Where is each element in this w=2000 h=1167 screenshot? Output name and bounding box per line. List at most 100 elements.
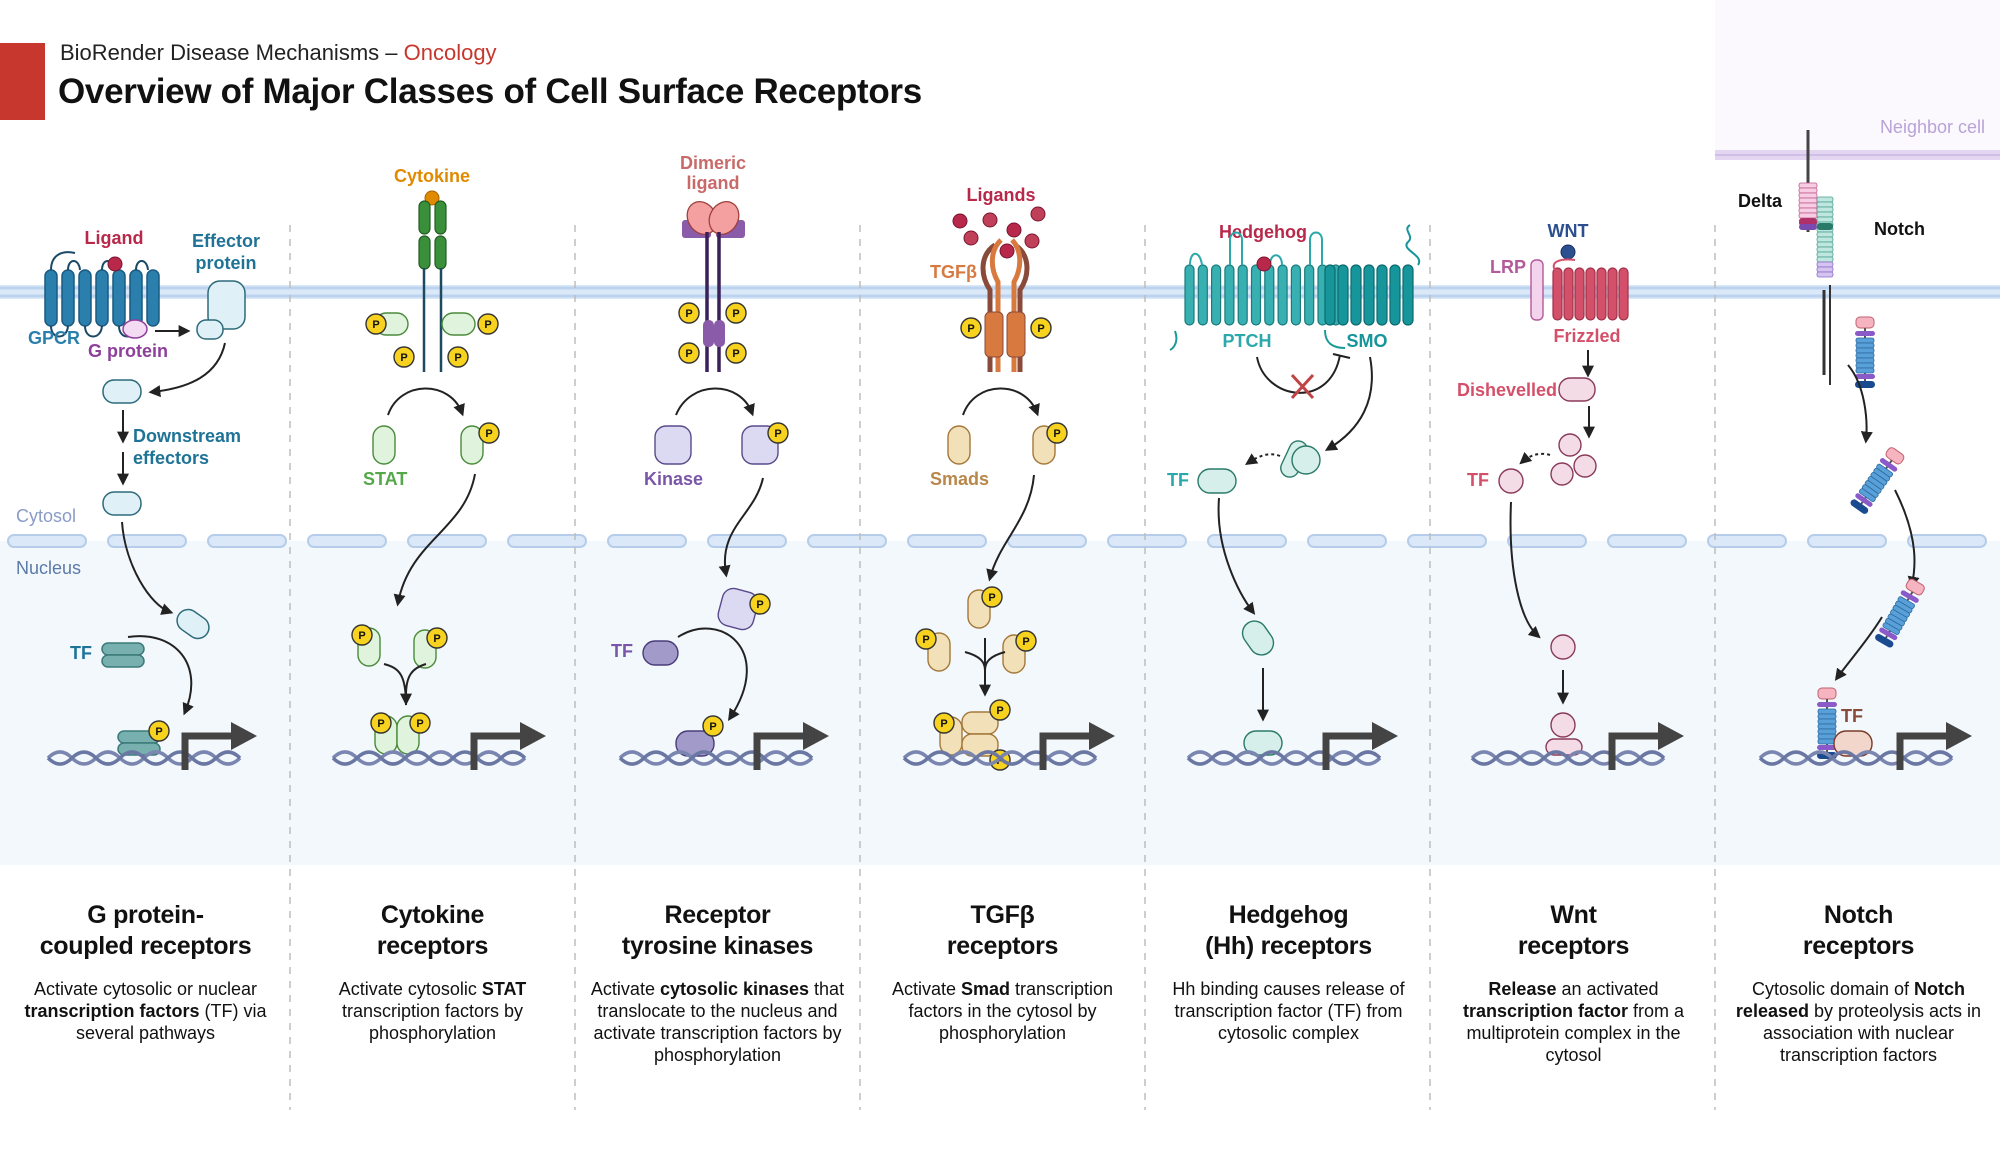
dimeric-label-1: Dimeric bbox=[680, 153, 746, 173]
receptor-heading: G protein-coupled receptors bbox=[3, 900, 288, 962]
svg-text:P: P bbox=[996, 755, 1003, 767]
frizzled-label: Frizzled bbox=[1553, 326, 1620, 346]
dimeric-label-2: ligand bbox=[687, 173, 740, 193]
downstream-label-2: effectors bbox=[133, 448, 209, 468]
subtitle-prefix: BioRender Disease Mechanisms – bbox=[60, 40, 404, 65]
svg-text:P: P bbox=[484, 319, 491, 331]
receptor-heading: Hedgehog (Hh) receptors bbox=[1146, 900, 1431, 962]
subtitle-accent: Oncology bbox=[403, 40, 497, 65]
ligands-label: Ligands bbox=[966, 185, 1035, 205]
gpcr-tf-label: TF bbox=[70, 643, 92, 663]
svg-text:P: P bbox=[1037, 323, 1044, 335]
heading-line-1: Hedgehog bbox=[1228, 901, 1349, 929]
hedgehog-label: Hedgehog bbox=[1219, 222, 1307, 242]
inhibition-x-icon bbox=[1290, 373, 1315, 400]
header-subtitle: BioRender Disease Mechanisms – Oncology bbox=[60, 40, 497, 66]
rtk-tf-label: TF bbox=[611, 641, 633, 661]
svg-text:P: P bbox=[1022, 636, 1029, 648]
gpcr-receptor bbox=[44, 251, 160, 338]
ligand-icon bbox=[107, 256, 123, 272]
page-title: Overview of Major Classes of Cell Surfac… bbox=[58, 72, 922, 111]
receptor-description: Hh binding causes release of transcripti… bbox=[1172, 979, 1405, 1043]
heading-line-1: Notch bbox=[1823, 901, 1894, 929]
receptor-description: Activate Smad transcription factors in t… bbox=[891, 979, 1114, 1043]
svg-text:P: P bbox=[377, 718, 384, 730]
svg-text:P: P bbox=[416, 718, 423, 730]
cytosol-label: Cytosol bbox=[16, 506, 76, 526]
notch-tf-label: TF bbox=[1841, 706, 1863, 726]
notch-pathway: Delta Notch TF bbox=[1738, 130, 1972, 770]
svg-text:P: P bbox=[685, 308, 692, 320]
receptor-card-hedgehog: Hedgehog (Hh) receptors Hh binding causes … bbox=[1146, 900, 1431, 1044]
svg-text:P: P bbox=[485, 428, 492, 440]
lrp-label: LRP bbox=[1490, 257, 1526, 277]
neighbor-cell-region bbox=[1715, 0, 2000, 155]
tgfb-pathway: Ligands TGFβ P P P Smads P P P bbox=[902, 185, 1115, 770]
heading-line-1: Receptor bbox=[664, 901, 771, 929]
smads-label: Smads bbox=[930, 469, 989, 489]
smo-label: SMO bbox=[1346, 331, 1387, 351]
effector-protein-shape bbox=[207, 280, 246, 330]
heading-line-2: (Hh) receptors bbox=[1205, 932, 1372, 960]
tgfb-label: TGFβ bbox=[930, 262, 977, 282]
header-accent-bar bbox=[0, 43, 45, 120]
svg-text:P: P bbox=[940, 718, 947, 730]
downstream-label-1: Downstream bbox=[133, 426, 241, 446]
heading-line-1: Wnt bbox=[1550, 901, 1597, 929]
stat-label: STAT bbox=[363, 469, 407, 489]
receptor-description: Release an activated transcription facto… bbox=[1462, 979, 1685, 1065]
heading-line-2: coupled receptors bbox=[39, 932, 252, 960]
cytokine-pathway: Cytokine P P P P P STAT P P P P bbox=[331, 166, 546, 770]
svg-text:P: P bbox=[967, 323, 974, 335]
heading-line-2: receptors bbox=[1517, 932, 1630, 960]
kinase-label: Kinase bbox=[644, 469, 703, 489]
g-protein-shape bbox=[122, 319, 148, 339]
receptor-heading: Wnt receptors bbox=[1431, 900, 1716, 962]
effector-label-2: protein bbox=[196, 253, 257, 273]
heading-line-2: receptors bbox=[946, 932, 1059, 960]
gpcr-label: GPCR bbox=[28, 328, 80, 348]
svg-text:P: P bbox=[685, 348, 692, 360]
notch-label: Notch bbox=[1874, 219, 1925, 239]
hh-tf-label: TF bbox=[1167, 470, 1189, 490]
delta-label: Delta bbox=[1738, 191, 1783, 211]
heading-line-1: TGFβ bbox=[970, 901, 1035, 929]
gpcr-pathway: Ligand GPCR G protein Effector protein D… bbox=[28, 228, 260, 770]
heading-line-2: tyrosine kinases bbox=[621, 932, 814, 960]
ptch-label: PTCH bbox=[1223, 331, 1272, 351]
receptor-description: Activate cytosolic STAT transcription fa… bbox=[338, 979, 527, 1043]
receptor-heading: TGFβ receptors bbox=[860, 900, 1145, 962]
receptor-description: Activate cytosolic or nuclear transcript… bbox=[24, 979, 267, 1043]
svg-text:P: P bbox=[922, 634, 929, 646]
heading-line-2: receptors bbox=[376, 932, 489, 960]
svg-text:P: P bbox=[709, 721, 716, 733]
svg-text:P: P bbox=[155, 726, 162, 738]
svg-text:P: P bbox=[756, 599, 763, 611]
heading-line-1: Cytokine bbox=[380, 901, 485, 929]
hedgehog-pathway: Hedgehog PTCH SMO TF bbox=[1167, 222, 1421, 770]
svg-text:P: P bbox=[372, 319, 379, 331]
svg-text:P: P bbox=[454, 352, 461, 364]
dishevelled-label: Dishevelled bbox=[1457, 380, 1557, 400]
receptor-description: Activate cytosolic kinases that transloc… bbox=[590, 979, 845, 1065]
phospho-icon: P bbox=[148, 720, 170, 742]
wnt-tf-label: TF bbox=[1467, 470, 1489, 490]
receptor-heading: Cytokine receptors bbox=[290, 900, 575, 962]
g-protein-label: G protein bbox=[88, 341, 168, 361]
svg-text:P: P bbox=[732, 348, 739, 360]
effector-label-1: Effector bbox=[192, 231, 260, 251]
heading-line-1: G protein- bbox=[87, 901, 204, 929]
svg-text:P: P bbox=[988, 592, 995, 604]
wnt-pathway: WNT LRP Frizzled Dishevelled TF bbox=[1457, 221, 1684, 770]
svg-text:P: P bbox=[996, 705, 1003, 717]
svg-text:P: P bbox=[1053, 428, 1060, 440]
receptor-heading: Receptor tyrosine kinases bbox=[575, 900, 860, 962]
